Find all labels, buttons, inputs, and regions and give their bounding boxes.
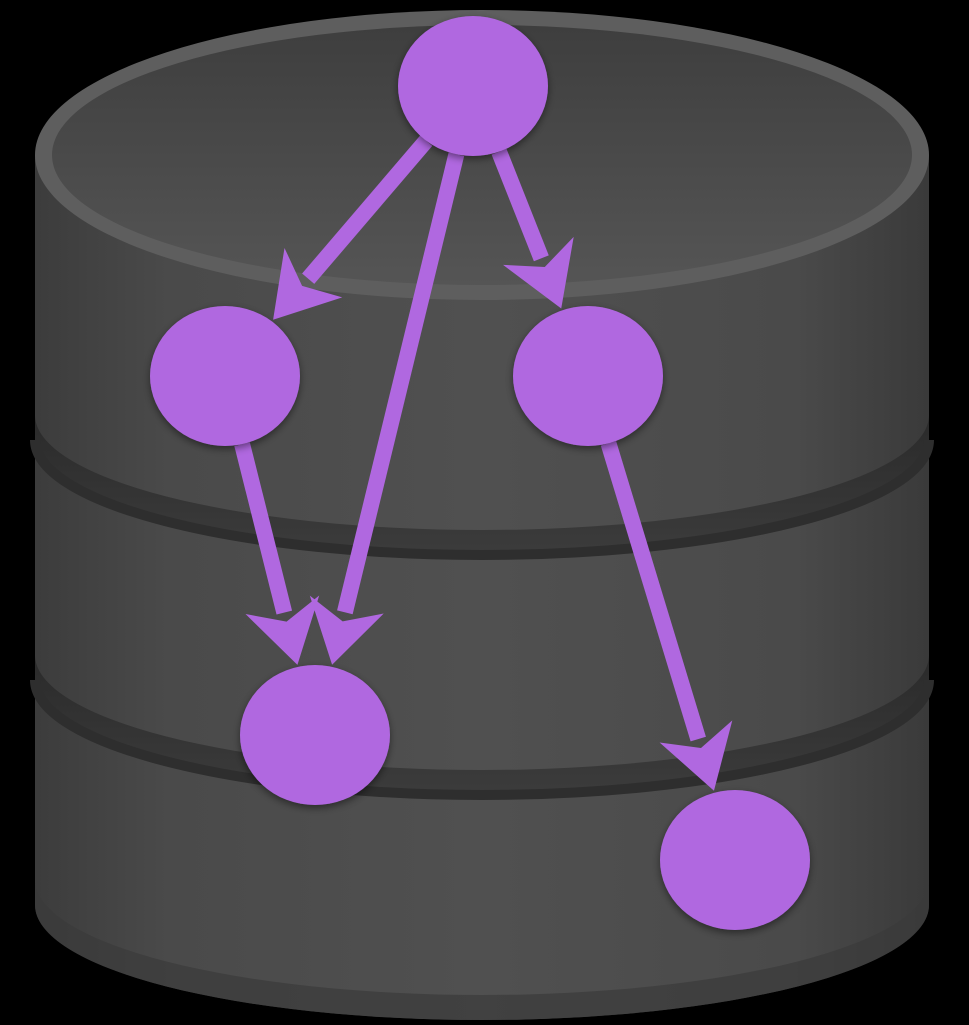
node-bottom-left: [240, 665, 390, 805]
cylinder-band-upper-highlight: [30, 439, 934, 560]
node-left: [150, 306, 300, 446]
arrowhead-root-to-bottom-left: [309, 595, 384, 665]
edge-right-to-bottom-right: [600, 441, 706, 742]
arrowhead-right-to-bottom-right: [659, 720, 733, 791]
arrowhead-root-to-right: [503, 236, 574, 309]
cylinder-band-lower-highlight: [30, 679, 934, 800]
edge-left-to-bottom-left: [234, 442, 293, 615]
node-bottom-right: [660, 790, 810, 930]
edge-root-to-bottom-left: [337, 152, 465, 615]
arrowhead-root-to-left: [273, 247, 343, 320]
node-root: [398, 16, 548, 156]
graph-edges: [234, 135, 733, 791]
node-right: [513, 306, 663, 446]
edge-root-to-left: [302, 135, 433, 284]
arrowhead-left-to-bottom-left: [245, 595, 320, 665]
graph-nodes: [150, 16, 810, 930]
edge-root-to-right: [491, 148, 549, 262]
cylinder-bottom-rim: [35, 880, 929, 1020]
